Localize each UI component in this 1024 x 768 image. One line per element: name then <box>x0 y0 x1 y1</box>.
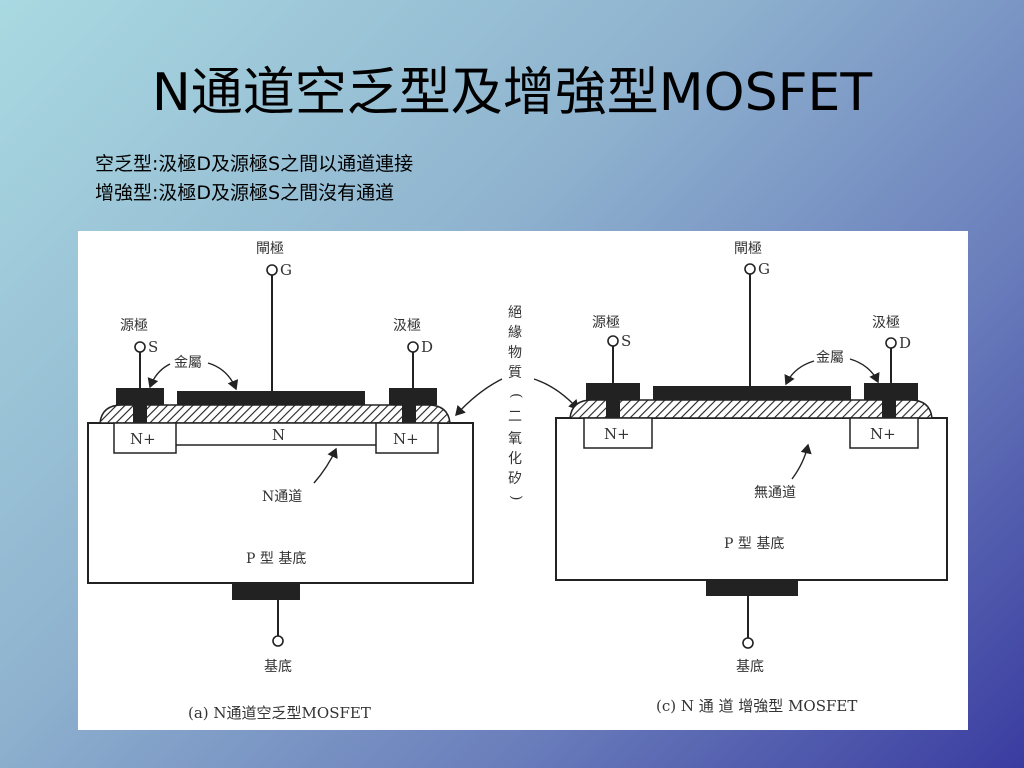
enhancement-mosfet: 閘極 G 源極 S 汲極 D 金屬 N+ N+ 無通道 P 型 基底 基底 (c… <box>555 241 948 715</box>
insulator-char-7: 氧 <box>508 431 522 447</box>
slide-title: N通道空乏型及增強型MOSFET <box>151 63 873 123</box>
drain-label: 汲極 <box>393 318 421 334</box>
insulator-char-5: ( <box>508 393 524 398</box>
insulator-char-4: 質 <box>508 365 522 381</box>
metal-arrow-right <box>849 358 880 384</box>
insulator-char-8: 化 <box>508 451 522 467</box>
insulator-char-10: ) <box>508 495 524 500</box>
insulator-char-9: 矽 <box>508 471 522 487</box>
drain-terminal-label: D <box>421 338 433 356</box>
depletion-mosfet: 閘極 G 源極 S 汲極 D 金屬 N+ N N+ N通道 P 型 基底 基底 … <box>87 241 474 722</box>
n-plus-drain-label: N+ <box>870 425 896 443</box>
n-region-label: N <box>272 426 285 444</box>
drain-metal <box>864 383 918 400</box>
oxide-layer <box>569 399 933 419</box>
n-plus-drain-label: N+ <box>393 430 419 448</box>
depletion-caption: (a) N通道空乏型MOSFET <box>188 704 371 722</box>
drain-metal-via <box>882 398 896 418</box>
metal-label: 金屬 <box>174 355 202 371</box>
metal-label: 金屬 <box>816 350 844 366</box>
channel-label: N通道 <box>262 489 302 505</box>
description-list: 空乏型:汲極D及源極S之間以通道連接 增強型:汲極D及源極S之間沒有通道 <box>95 150 413 208</box>
channel-arrow <box>791 443 812 480</box>
substrate-type-label: P 型 基底 <box>246 550 306 567</box>
insulator-arrow-left <box>455 378 503 417</box>
no-channel-label: 無通道 <box>754 485 796 501</box>
gate-metal <box>177 391 365 405</box>
gate-terminal-label: G <box>280 261 292 279</box>
gate-terminal-label: G <box>758 260 770 278</box>
mosfet-diagram-panel: 閘極 G 源極 S 汲極 D 金屬 N+ N N+ N通道 P 型 基底 基底 … <box>78 231 968 730</box>
source-metal-via <box>133 403 147 423</box>
insulator-char-1: 絕 <box>508 305 522 321</box>
source-terminal <box>607 335 619 347</box>
insulator-arrow-right <box>533 378 579 411</box>
depletion-description: 空乏型:汲極D及源極S之間以通道連接 <box>95 153 414 175</box>
n-plus-source-label: N+ <box>130 430 156 448</box>
source-label: 源極 <box>592 315 620 331</box>
enhancement-description: 增強型:汲極D及源極S之間沒有通道 <box>95 182 395 204</box>
substrate-terminal <box>272 635 284 647</box>
metal-arrow-left <box>784 360 815 386</box>
gate-metal <box>653 386 851 400</box>
drain-terminal-label: D <box>899 334 911 352</box>
drain-metal <box>389 388 437 405</box>
drain-metal-via <box>402 403 416 423</box>
source-label: 源極 <box>120 318 148 334</box>
drain-terminal <box>885 337 897 349</box>
substrate-contact <box>706 580 798 596</box>
drain-label: 汲極 <box>872 315 900 331</box>
gate-terminal <box>744 263 756 275</box>
gate-label: 閘極 <box>256 241 284 257</box>
source-terminal <box>134 341 146 353</box>
gate-terminal <box>266 264 278 276</box>
insulator-char-3: 物 <box>508 345 522 361</box>
insulator-char-6: 二 <box>508 409 522 425</box>
n-plus-drain <box>375 422 439 454</box>
source-terminal-label: S <box>621 332 631 350</box>
insulator-annotation: 絕 緣 物 質 ( 二 氧 化 矽 ) <box>455 305 579 500</box>
n-plus-source-label: N+ <box>604 425 630 443</box>
enhancement-caption: (c) N 通 道 增強型 MOSFET <box>656 697 857 715</box>
substrate-contact <box>232 583 300 600</box>
substrate-terminal <box>742 637 754 649</box>
mosfet-diagram: 閘極 G 源極 S 汲極 D 金屬 N+ N N+ N通道 P 型 基底 基底 … <box>87 241 948 722</box>
oxide-layer <box>99 404 451 424</box>
source-metal <box>116 388 164 405</box>
insulator-char-2: 緣 <box>508 325 522 341</box>
drain-terminal <box>407 341 419 353</box>
source-metal-via <box>606 398 620 418</box>
source-terminal-label: S <box>148 338 158 356</box>
metal-arrow-left <box>147 363 171 389</box>
source-metal <box>586 383 640 400</box>
substrate-type-label: P 型 基底 <box>724 535 784 552</box>
metal-arrow-right <box>207 362 239 391</box>
gate-label: 閘極 <box>734 241 762 257</box>
substrate-label: 基底 <box>264 658 292 675</box>
substrate-label: 基底 <box>736 658 764 675</box>
channel-arrow <box>313 447 338 484</box>
